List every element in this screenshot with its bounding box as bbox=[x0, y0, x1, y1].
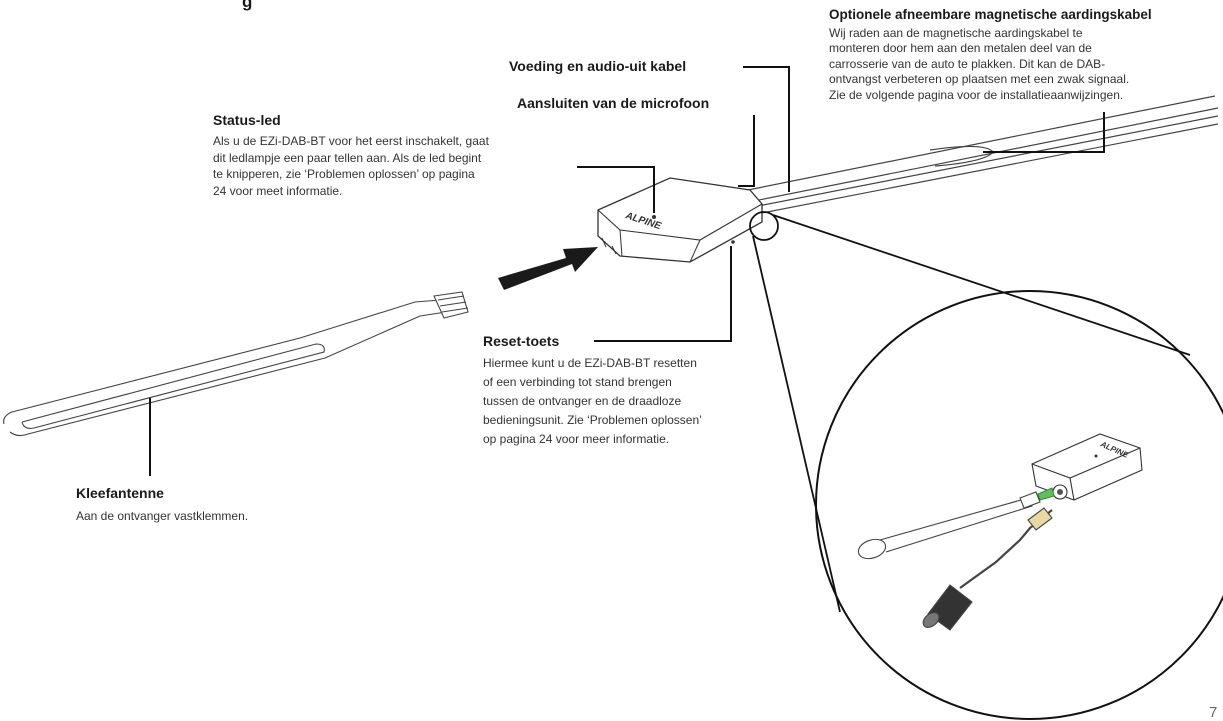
page-number: 7 bbox=[1209, 704, 1218, 721]
leader-microphone bbox=[738, 115, 755, 187]
zoom-detail bbox=[749, 211, 1223, 720]
zoom-grounding-cable bbox=[857, 491, 1041, 560]
leader-status-led bbox=[577, 166, 655, 213]
adhesive-antenna-body: Aan de ontvanger vastklemmen. bbox=[76, 509, 249, 523]
leader-grounding bbox=[983, 112, 1105, 153]
cables-illustration bbox=[737, 95, 1219, 216]
status-led-dot bbox=[652, 215, 656, 219]
status-led-body: Als u de EZi-DAB-BT voor het eerst insch… bbox=[213, 134, 489, 198]
microphone-title: Aansluiten van de microfoon bbox=[517, 95, 710, 111]
receiver-illustration: ALPINE bbox=[597, 177, 763, 263]
reset-button-title: Reset-toets bbox=[483, 333, 560, 349]
zoom-microphone bbox=[922, 507, 1053, 631]
status-led-title: Status-led bbox=[213, 112, 281, 128]
adhesive-antenna-title: Kleefantenne bbox=[76, 485, 164, 501]
reset-button-dot bbox=[731, 240, 735, 244]
antenna-illustration bbox=[3, 291, 469, 437]
leader-reset bbox=[594, 246, 732, 342]
grounding-cable-title: Optionele afneembare magnetische aarding… bbox=[829, 7, 1152, 22]
grounding-cable-body: Wij raden aan de magnetische aardingskab… bbox=[829, 26, 1130, 102]
power-audio-cable-title: Voeding en audio-uit kabel bbox=[509, 58, 687, 74]
page-heading-fragment: g bbox=[242, 0, 253, 11]
leader-lines bbox=[149, 66, 1105, 476]
insert-arrow bbox=[498, 247, 598, 290]
reset-button-body: Hiermee kunt u de EZi-DAB-BT resetten of… bbox=[483, 356, 702, 446]
zoom-receiver: ALPINE bbox=[1031, 433, 1143, 501]
leader-power-audio bbox=[743, 66, 790, 192]
